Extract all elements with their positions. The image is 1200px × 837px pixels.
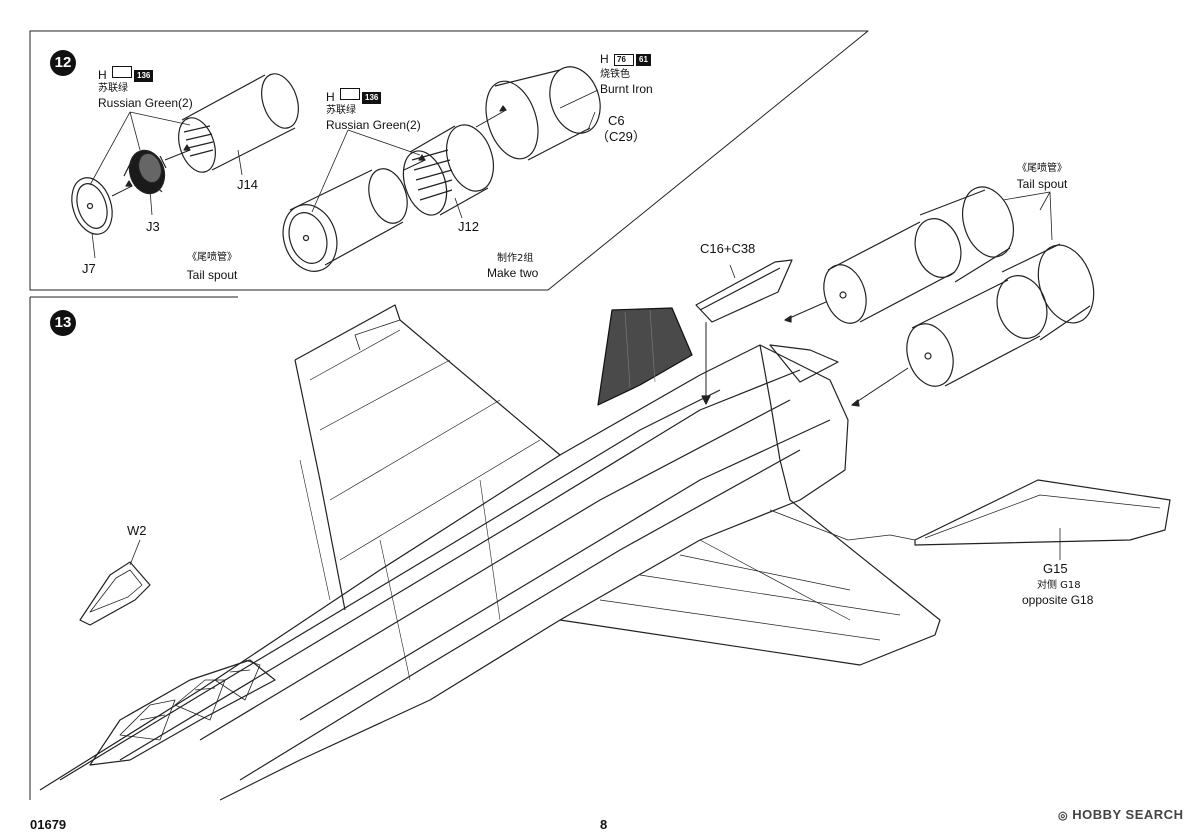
part-j14-drawing: [178, 73, 299, 173]
assembly-arrow: [164, 149, 191, 161]
make-two-en: Make two: [487, 266, 539, 280]
watermark-icon: ◎: [1058, 810, 1069, 822]
paint-code-black: 61: [636, 54, 651, 66]
tail-spout-cn-step12: 《尾喷管》: [187, 252, 237, 263]
page-number: 8: [600, 817, 608, 832]
catalog-number: 01679: [30, 817, 67, 832]
paint-letter: H: [98, 68, 107, 82]
part-label-j7: J7: [82, 261, 96, 276]
aircraft-vertical-tail-drawing: [597, 307, 693, 406]
assembly-arrow: [111, 185, 133, 197]
assembly-arrow: [851, 367, 909, 406]
paint-name-cn-right: 烧铁色: [600, 69, 630, 80]
watermark-text: HOBBY SEARCH: [1072, 807, 1184, 822]
assembly-arrow: [475, 109, 507, 128]
paint-code-black: 136: [134, 70, 154, 82]
part-label-c16-c38: C16+C38: [700, 241, 756, 256]
aircraft-fuselage-drawing: [39, 344, 849, 801]
aircraft-stabilizer-stub: [769, 344, 839, 383]
step-13-badge: 13: [50, 310, 76, 336]
paint-letter: H: [326, 90, 335, 104]
tail-spout-upper-drawing: [823, 186, 1014, 324]
part-g15-drawing: [914, 479, 1171, 546]
paint-name-en-middle: Russian Green(2): [326, 118, 421, 132]
part-w2-drawing: [79, 561, 151, 626]
assembly-arrow: [784, 301, 827, 321]
step12-panel-border: [29, 30, 869, 291]
part-c6-drawing: [485, 66, 601, 161]
paint-name-en-left: Russian Green(2): [98, 96, 193, 110]
part-label-j14: J14: [237, 177, 258, 192]
tail-spout-en-step13: Tail spout: [1016, 177, 1068, 191]
paint-code-white: 76: [614, 54, 635, 66]
step-12-badge: 12: [50, 50, 76, 76]
opposite-part-cn: 对侧 G18: [1037, 580, 1081, 591]
part-label-w2: W2: [127, 523, 147, 538]
part-label-g15: G15: [1043, 561, 1068, 576]
step13-panel-border: [29, 296, 238, 800]
aircraft-right-wing-drawing: [559, 499, 941, 666]
part-label-j3: J3: [146, 219, 160, 234]
part-j3-drawing: [123, 149, 167, 195]
assembly-arrow: [403, 159, 426, 171]
tail-spout-cn-step13: 《尾喷管》: [1017, 163, 1067, 174]
aircraft-cockpit-drawing: [89, 659, 276, 766]
paint-callout-middle: H 136: [326, 88, 382, 104]
part-label-j12: J12: [458, 219, 479, 234]
part-j7-drawing: [71, 177, 113, 235]
part-tail-cylinder-drawing: [282, 168, 408, 272]
part-j12-drawing: [402, 124, 495, 216]
paint-name-en-right: Burnt Iron: [600, 82, 653, 96]
paint-code-white: [112, 66, 133, 78]
aircraft-left-wing-drawing: [294, 304, 561, 611]
make-two-cn: 制作2组: [497, 253, 534, 264]
paint-callout-left: H 136: [98, 66, 154, 82]
paint-name-cn-left: 苏联绿: [98, 83, 128, 94]
watermark: ◎ HOBBY SEARCH: [1058, 808, 1183, 823]
opposite-part-en: opposite G18: [1022, 593, 1094, 607]
paint-code-white: [340, 88, 361, 100]
paint-code-black: 136: [362, 92, 382, 104]
tail-spout-en-step12: Tail spout: [186, 268, 238, 282]
paint-letter: H: [600, 52, 609, 66]
paint-name-cn-middle: 苏联绿: [326, 105, 356, 116]
tail-spout-lower-drawing: [906, 243, 1095, 387]
part-label-c29: （C29）: [596, 129, 646, 144]
part-c16-c38-drawing: [695, 259, 793, 323]
part-label-c6: C6: [608, 113, 625, 128]
